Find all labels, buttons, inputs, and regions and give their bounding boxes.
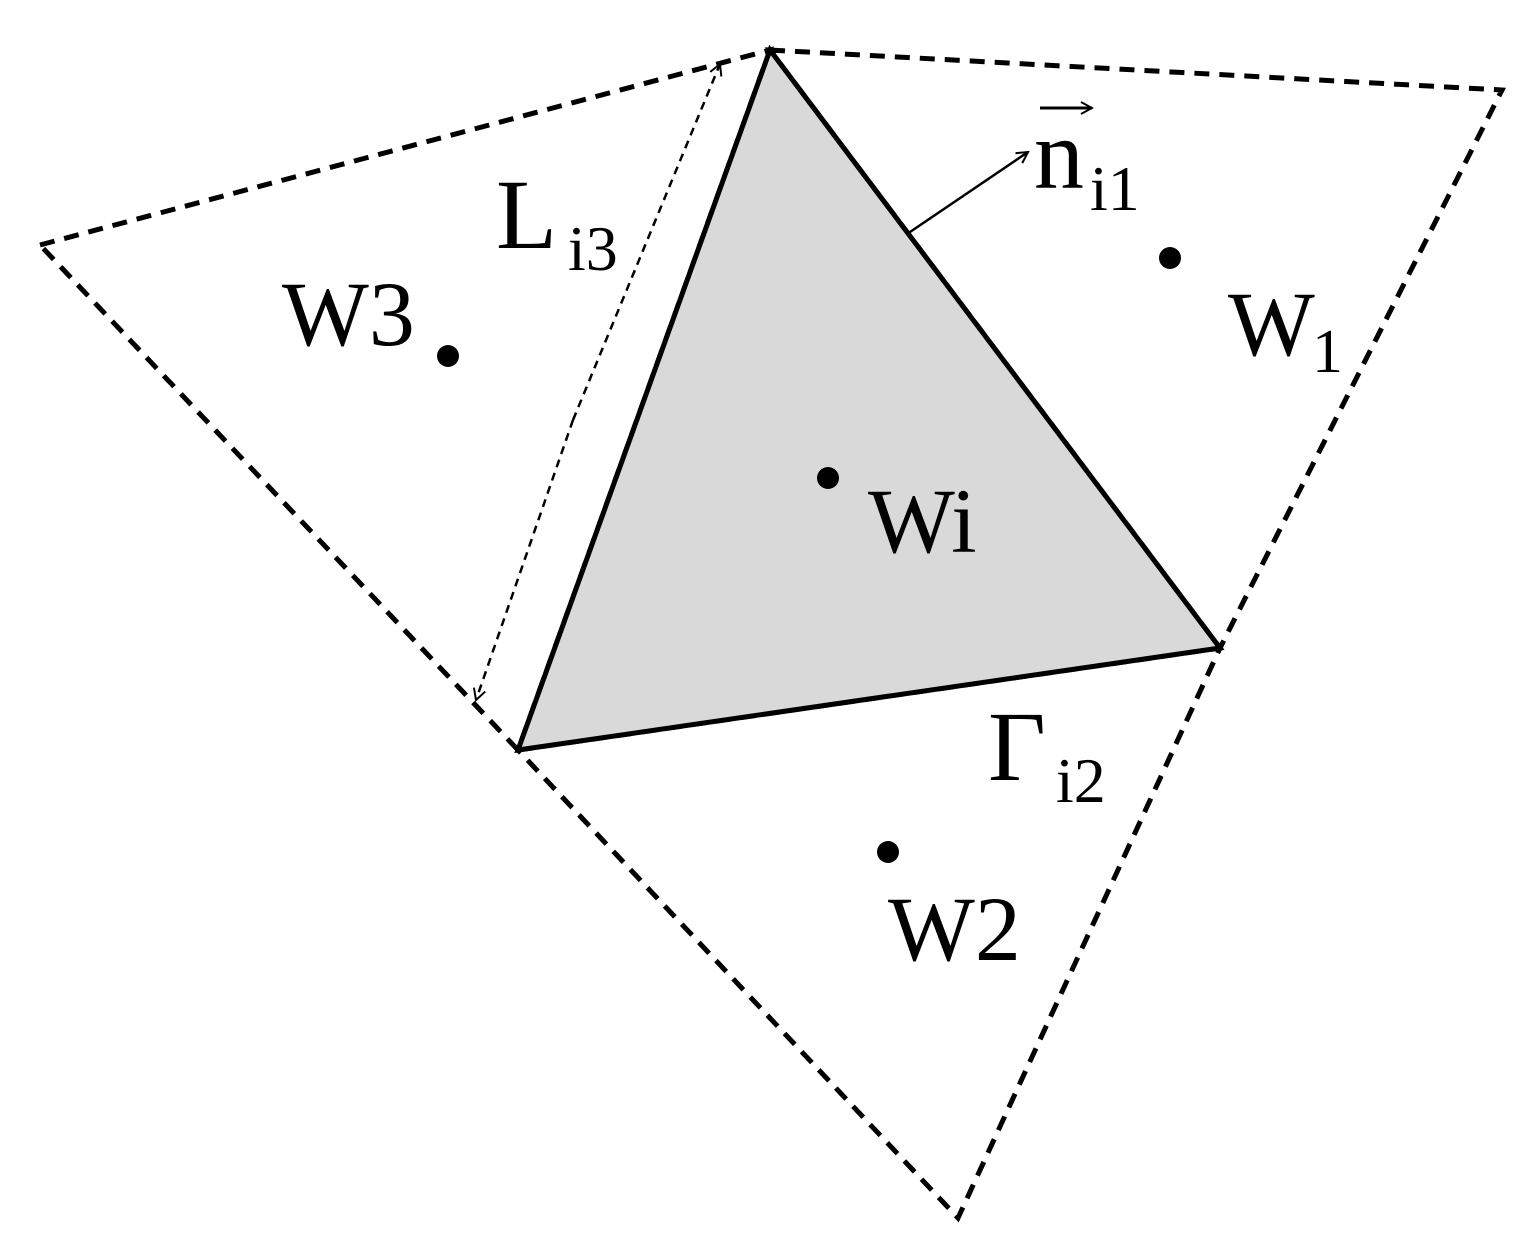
point-w2 [877, 841, 899, 863]
label-wi: Wi [868, 470, 977, 572]
label-boundary-edge: Γ [988, 691, 1046, 802]
label-w2: W2 [888, 878, 1021, 980]
point-w1 [1159, 247, 1181, 269]
label-edge-length-subscript: i3 [568, 213, 618, 284]
label-normal-vector-subscript: i1 [1090, 153, 1140, 224]
label-w1-subscript: 1 [1312, 318, 1343, 386]
label-boundary-edge-subscript: i2 [1056, 745, 1106, 816]
normal-vector-arrow [909, 152, 1028, 234]
edge-length-arrow-lower [476, 419, 575, 700]
label-w1: W [1228, 273, 1315, 375]
label-w3: W3 [282, 263, 415, 365]
central-cell [514, 44, 1225, 754]
point-wi [817, 467, 839, 489]
label-normal-vector: n [1034, 99, 1084, 210]
point-w3 [437, 345, 459, 367]
label-edge-length: L [496, 159, 557, 270]
